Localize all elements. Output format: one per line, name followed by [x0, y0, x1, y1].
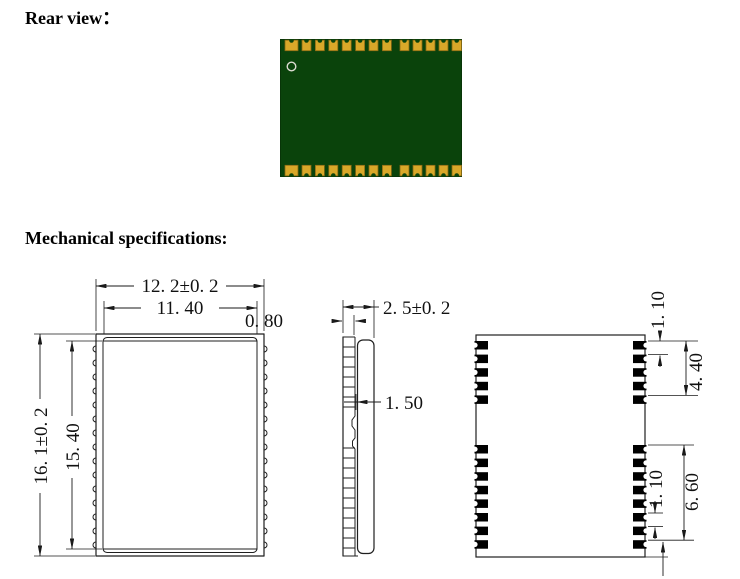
rear-view-photo	[280, 39, 462, 177]
front-view-dim-inner-width: 11. 40	[103, 298, 258, 334]
dim-front-outer-width: 12. 2±0. 2	[142, 276, 219, 297]
pad-layout-pads	[474, 341, 647, 549]
dim-side-shield-thickness: 1. 50	[385, 393, 423, 414]
side-view-drawing: 2. 5±0. 2 0. 80 1. 50	[245, 298, 450, 557]
dim-side-pcb-thickness: 0. 80	[245, 311, 283, 332]
front-view-dim-outer-width: 12. 2±0. 2	[95, 276, 265, 331]
front-view-drawing: 12. 2±0. 2 11. 40 16. 1±0. 2	[31, 276, 268, 557]
pcb-pads	[284, 39, 462, 177]
side-view-dim-pcb-thickness: 0. 80	[245, 311, 366, 335]
pad-layout-drawing: 1. 10 4. 40 1. 10 6. 60	[472, 291, 707, 576]
mechanical-drawings: 12. 2±0. 2 11. 40 16. 1±0. 2	[31, 276, 707, 576]
dim-front-outer-height: 16. 1±0. 2	[31, 408, 52, 485]
pad-layout-dim-top-pitch: 1. 10	[648, 291, 698, 367]
side-view-dim-shield-thickness: 1. 50	[344, 393, 423, 414]
dim-pad-top-span: 4. 40	[686, 353, 707, 391]
dim-front-inner-height: 15. 40	[63, 423, 84, 471]
dim-pad-bottom-pitch: 1. 10	[646, 470, 667, 508]
front-view-outline	[92, 333, 268, 557]
pad-layout-dim-bottom-span: 6. 60	[645, 444, 703, 576]
side-view-dim-total-thickness: 2. 5±0. 2	[342, 298, 450, 338]
dim-pad-bottom-span: 6. 60	[682, 473, 703, 511]
dim-front-inner-width: 11. 40	[157, 298, 204, 319]
front-view-dim-outer-height: 16. 1±0. 2	[31, 333, 95, 557]
pcb-pad-notches	[289, 39, 459, 177]
dim-pad-top-pitch: 1. 10	[648, 291, 669, 329]
front-view-dim-inner-height: 15. 40	[63, 340, 102, 550]
dim-side-total-thickness: 2. 5±0. 2	[383, 298, 450, 319]
mechanical-specifications-heading: Mechanical specifications:	[25, 228, 228, 248]
pad-layout-notches	[472, 342, 649, 548]
pad-layout-dim-bottom-pitch: 1. 10	[646, 470, 667, 539]
pad-layout-dim-top-span: 4. 40	[648, 340, 707, 396]
rear-view-heading: Rear view：	[25, 8, 121, 28]
side-view-outline	[342, 336, 375, 557]
pad-layout-outline	[475, 334, 646, 558]
pcb-board	[280, 39, 462, 177]
pin1-marker-icon	[286, 61, 297, 72]
